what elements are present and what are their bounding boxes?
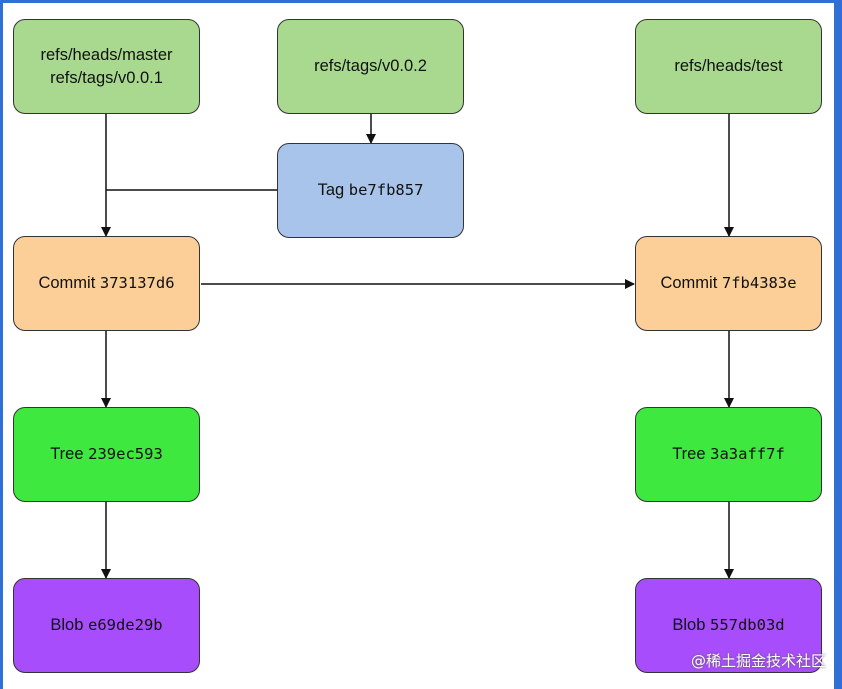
blob-left-node: Blob e69de29b: [13, 578, 200, 673]
tag-hash: be7fb857: [348, 181, 424, 199]
blob-right-hash: 557db03d: [709, 616, 785, 634]
blob-left-kind: Blob: [50, 616, 84, 634]
ref-tag-v002-label: refs/tags/v0.0.2: [314, 57, 427, 75]
ref-master-label: refs/heads/master: [40, 45, 173, 64]
tree-right-kind: Tree: [672, 445, 706, 463]
tree-right-hash: 3a3aff7f: [710, 445, 785, 463]
tag-kind: Tag: [317, 181, 345, 199]
commit-left-hash: 373137d6: [99, 274, 175, 292]
tree-left-kind: Tree: [50, 445, 84, 463]
commit-left-node: Commit 373137d6: [13, 236, 200, 331]
blob-right-kind: Blob: [672, 616, 706, 634]
ref-tag-v001-label: refs/tags/v0.0.1: [50, 68, 163, 87]
ref-master-node: refs/heads/master refs/tags/v0.0.1: [13, 19, 200, 114]
tag-node: Tag be7fb857: [277, 143, 464, 238]
tree-left-node: Tree 239ec593: [13, 407, 200, 502]
ref-test-label: refs/heads/test: [674, 57, 783, 75]
commit-right-node: Commit 7fb4383e: [635, 236, 822, 331]
commit-right-hash: 7fb4383e: [721, 274, 797, 292]
ref-test-node: refs/heads/test: [635, 19, 822, 114]
ref-tag-v002-node: refs/tags/v0.0.2: [277, 19, 464, 114]
tree-right-node: Tree 3a3aff7f: [635, 407, 822, 502]
commit-left-kind: Commit: [38, 274, 96, 292]
commit-right-kind: Commit: [660, 274, 718, 292]
tree-left-hash: 239ec593: [88, 445, 163, 463]
watermark-badge: @稀土掘金技术社区: [690, 652, 826, 670]
blob-right-node: Blob 557db03d: [635, 578, 822, 673]
blob-left-hash: e69de29b: [87, 616, 163, 634]
